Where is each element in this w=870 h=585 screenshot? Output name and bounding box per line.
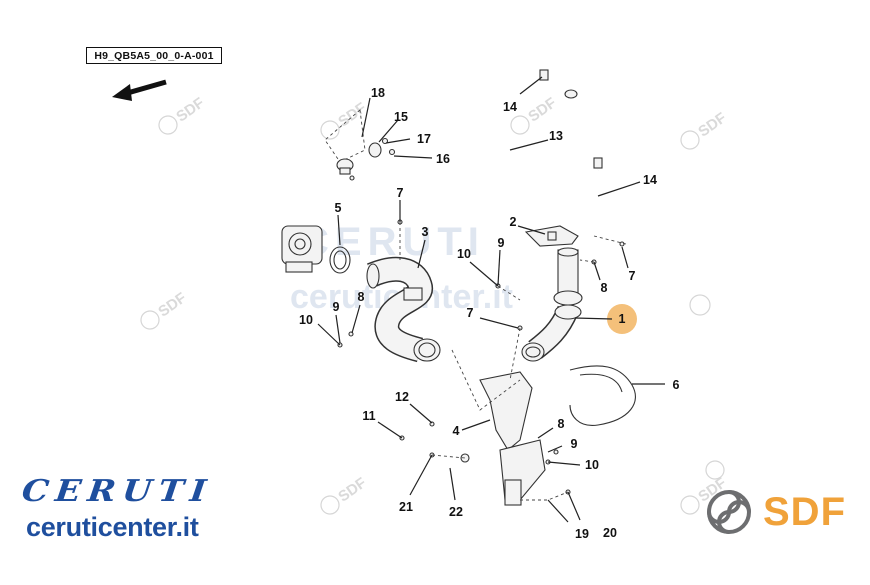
callout-8: 8 <box>558 417 565 431</box>
callout-9: 9 <box>571 437 578 451</box>
intake-pipe-3-part <box>366 256 441 363</box>
leader-lines <box>317 76 665 523</box>
callout-16: 16 <box>436 152 450 166</box>
callout-2: 2 <box>510 215 517 229</box>
ceruti-logo: CERUTI <box>19 474 215 509</box>
assembly-lines <box>399 222 627 501</box>
sdf-logo-text: SDF <box>763 490 846 534</box>
callout-15: 15 <box>394 110 408 124</box>
callout-17: 17 <box>417 132 431 146</box>
watermark-text: SDF <box>695 109 729 140</box>
callout-12: 12 <box>395 390 409 404</box>
callout-13: 13 <box>549 129 563 143</box>
support-4-part <box>479 371 546 506</box>
callout-4: 4 <box>453 424 460 438</box>
callout-7: 7 <box>397 186 404 200</box>
pipe-1-part <box>521 247 583 362</box>
watermark-text: SDF <box>155 289 189 320</box>
callout-7: 7 <box>467 306 474 320</box>
callout-8: 8 <box>358 290 365 304</box>
callout-18: 18 <box>371 86 385 100</box>
sdf-logo-icon <box>707 490 751 534</box>
callout-20: 20 <box>603 526 617 540</box>
callout-6: 6 <box>673 378 680 392</box>
hardware-group-top <box>324 109 396 181</box>
callout-9: 9 <box>498 236 505 250</box>
bracket-2-part <box>524 225 579 247</box>
hardware-bits <box>337 219 625 495</box>
callout-3: 3 <box>422 225 429 239</box>
callout-14: 14 <box>643 173 657 187</box>
highlight-marker <box>607 304 637 334</box>
hose-13-part <box>439 54 603 195</box>
callout-21: 21 <box>399 500 413 514</box>
callout-labels: 1 2 3 4 5 6 7 7 7 8 8 8 9 9 9 10 10 10 1… <box>299 86 679 541</box>
throttle-body-5-part <box>281 225 351 274</box>
callout-7: 7 <box>629 269 636 283</box>
callout-11: 11 <box>362 409 375 423</box>
callout-8: 8 <box>601 281 608 295</box>
callout-10: 10 <box>299 313 313 327</box>
callout-1: 1 <box>619 312 626 326</box>
callout-22: 22 <box>449 505 463 519</box>
callout-14: 14 <box>503 100 517 114</box>
callout-9: 9 <box>333 300 340 314</box>
watermark-text: SDF <box>335 474 369 505</box>
orientation-arrow-icon <box>112 79 167 101</box>
callout-10: 10 <box>457 247 471 261</box>
drawing-reference-code: H9_QB5A5_00_0-A-001 <box>86 47 222 64</box>
watermark-text: SDF <box>525 94 559 125</box>
callout-19: 19 <box>575 527 589 541</box>
watermark-text: SDF <box>173 94 207 125</box>
shroud-6-part <box>569 365 636 426</box>
callout-5: 5 <box>335 201 342 215</box>
callout-10: 10 <box>585 458 599 472</box>
ceruti-url[interactable]: ceruticenter.it <box>26 512 199 542</box>
